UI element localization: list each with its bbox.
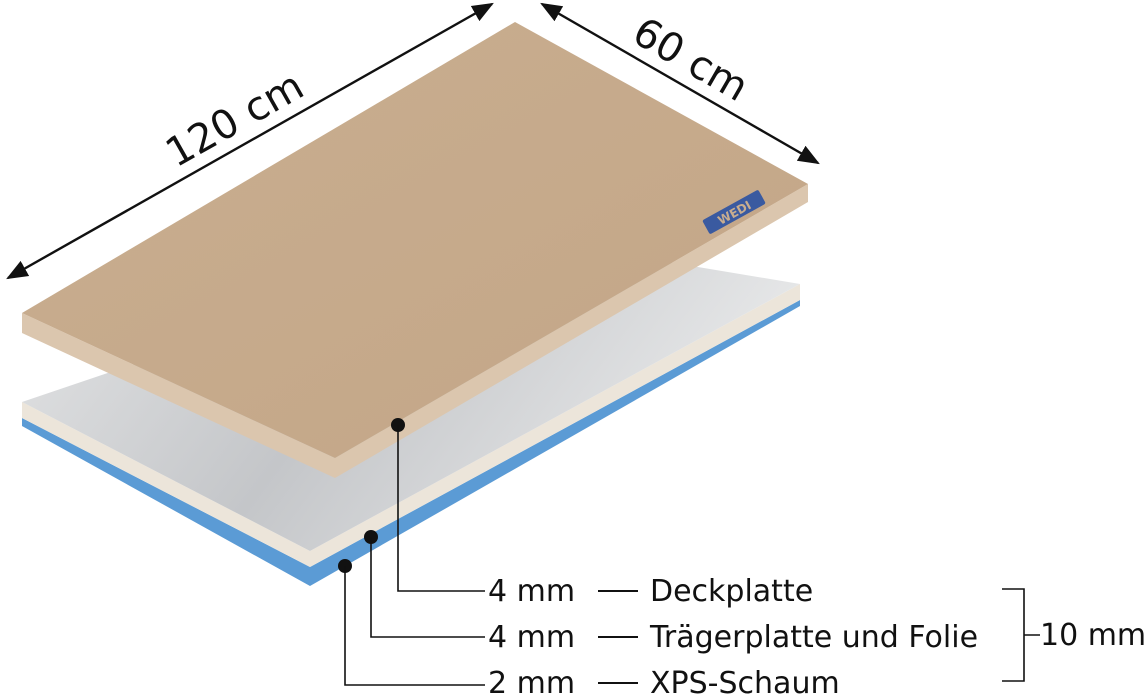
leader-traegerplatte <box>364 530 485 638</box>
leader-xps <box>338 559 485 686</box>
layer-name-3: XPS-Schaum <box>650 666 840 696</box>
total-bracket: 10 mm <box>1002 588 1146 682</box>
layer-name-1: Deckplatte <box>650 574 813 609</box>
layer-label-row-3: 2 mm XPS-Schaum <box>488 666 840 696</box>
layer-label-row-2: 4 mm Trägerplatte und Folie <box>488 620 978 655</box>
leader-deckplatte <box>391 418 485 592</box>
brand-logo-plate <box>702 190 766 234</box>
carrier-front-edge <box>22 284 800 567</box>
layer-thickness-2: 4 mm <box>488 620 575 655</box>
deck-board-front-edge <box>22 184 808 478</box>
leader-line-traegerplatte <box>370 537 485 638</box>
total-bracket-shape <box>1002 588 1040 682</box>
width-arrow <box>540 2 820 165</box>
layer-thickness-1: 4 mm <box>488 574 575 609</box>
leader-line-xps <box>344 566 485 686</box>
layer-name-2: Trägerplatte und Folie <box>649 620 978 655</box>
total-label: 10 mm <box>1040 618 1146 653</box>
layer-thickness-3: 2 mm <box>488 666 575 696</box>
length-arrow <box>6 2 494 280</box>
leader-line-deckplatte <box>397 425 485 592</box>
layer-label-row-1: 4 mm Deckplatte <box>488 574 813 609</box>
